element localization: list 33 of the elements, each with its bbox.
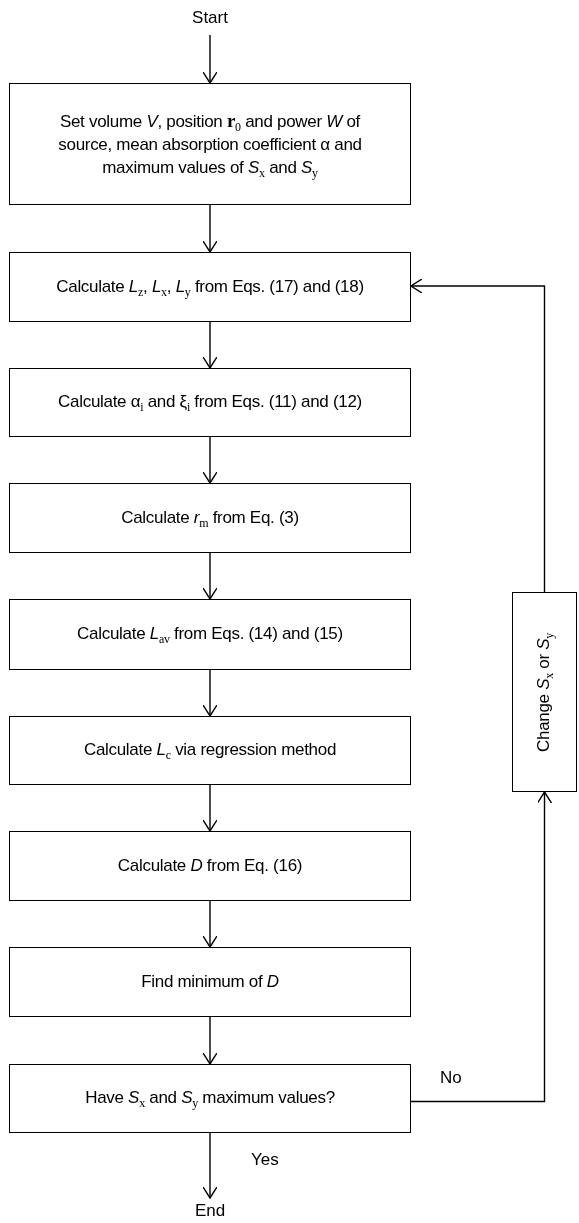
arrow: [202, 34, 218, 84]
process-box: [9, 83, 411, 205]
step-text: Calculate L$_{c}$ via regression method: [82, 739, 338, 762]
step-text: Calculate D from Eq. (16): [116, 854, 304, 877]
step-text: Calculate r$_{m}$ from Eq. (3): [120, 506, 300, 530]
arrow: [410, 278, 546, 593]
arrow: [202, 1132, 218, 1199]
terminal-label: End: [184, 1198, 236, 1223]
arrow: [202, 321, 218, 369]
step-text: Find minimum of D: [140, 970, 280, 993]
step-text: Calculate L$_{av}$ from Eqs. (14) and (15): [76, 623, 344, 646]
step-text: Calculate L$_{z}$, L$_{x}$, L$_{y}$ from Eqs. (17) and (18): [55, 275, 365, 299]
step-text: Calculate α$_{i}$ and ξ$_{i}$ from Eqs. (11) and (12): [57, 391, 363, 414]
process-box: [9, 599, 411, 670]
arrow: [202, 552, 218, 600]
step-text: Have S$_{x}$ and S$_{y}$ maximum values?: [84, 1087, 336, 1110]
process-box: [9, 252, 411, 322]
arrow: [202, 900, 218, 948]
arrow: [202, 204, 218, 253]
arrow: [202, 436, 218, 484]
process-box: [9, 716, 411, 785]
process-box: [9, 483, 411, 553]
process-box: [9, 831, 411, 901]
arrow: [202, 669, 218, 717]
process-box: [512, 592, 577, 792]
arrow: [202, 784, 218, 832]
process-box: [9, 368, 411, 437]
process-box: [9, 1064, 411, 1133]
arrow: [410, 791, 553, 1103]
process-box: [9, 947, 411, 1017]
step-text: Set volume V, position r$_{0}$ and power W of source, mean absorption coefficient α and maximum values of S$_{x}$ and S$_{y}$: [57, 109, 363, 180]
terminal-label: Start: [180, 4, 240, 32]
arrow: [202, 1016, 218, 1065]
